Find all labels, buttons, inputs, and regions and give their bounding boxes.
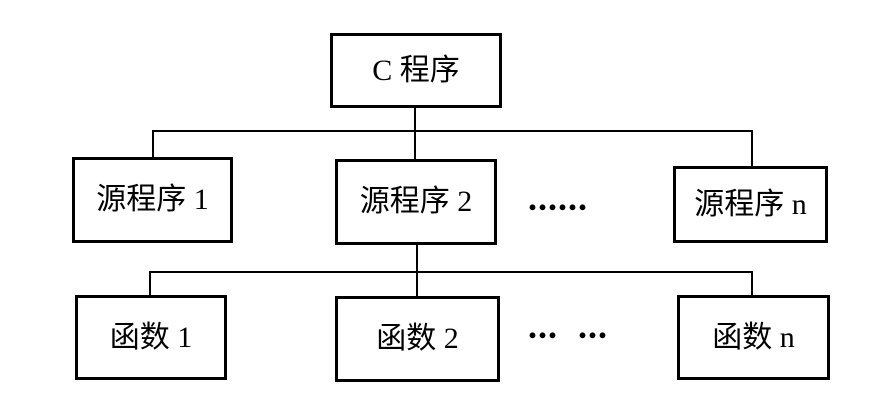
connector-level2-right-stub (751, 130, 753, 168)
level2-ellipsis: ...... (528, 178, 588, 218)
node-function-2-label: 函数 2 (376, 322, 459, 355)
connector-level3-horizontal (150, 271, 753, 273)
level3-ellipsis: ... ... (528, 306, 608, 346)
node-function-2: 函数 2 (335, 296, 500, 382)
connector-root-vertical (414, 108, 416, 161)
connector-level3-right-stub (751, 271, 753, 297)
connector-level2-left-stub (152, 130, 154, 159)
node-source-program-1: 源程序 1 (72, 157, 233, 243)
node-function-1: 函数 1 (75, 295, 227, 380)
node-source-program-1-label: 源程序 1 (96, 183, 209, 216)
node-function-n-label: 函数 n (712, 320, 795, 354)
node-source-program-n: 源程序 n (673, 166, 828, 243)
node-c-program-label: C 程序 (372, 53, 460, 87)
node-source-program-2-label: 源程序 2 (359, 185, 473, 218)
node-c-program: C 程序 (330, 33, 502, 108)
connector-level3-left-stub (149, 271, 151, 297)
node-function-n: 函数 n (677, 295, 830, 380)
node-function-1-label: 函数 1 (109, 320, 193, 354)
connector-level2-horizontal (153, 130, 753, 132)
node-source-program-n-label: 源程序 n (694, 187, 807, 221)
node-source-program-2: 源程序 2 (335, 159, 497, 245)
